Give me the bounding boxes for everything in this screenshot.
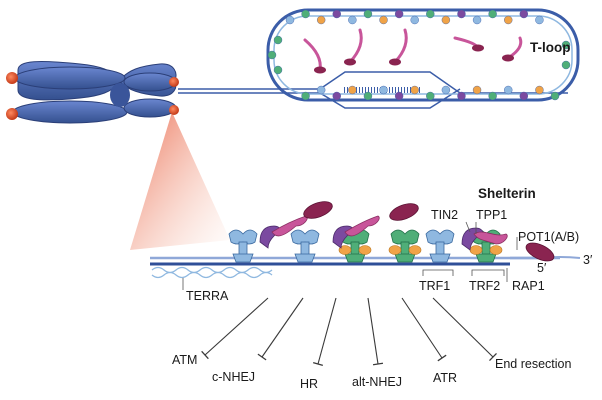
tloop-bound-protein — [472, 85, 482, 95]
tloop-bound-protein — [441, 85, 451, 95]
tloop-bound-protein — [426, 91, 435, 101]
pathway-label: alt-NHEJ — [352, 375, 402, 389]
inhibition-line — [401, 297, 443, 359]
tloop-bound-protein — [561, 60, 571, 70]
tloop-bound-protein — [379, 85, 388, 95]
tloop-bound-protein — [332, 9, 341, 19]
pathway-label: ATM — [172, 353, 197, 367]
terra-rna — [151, 271, 273, 279]
pathway-label: HR — [300, 377, 318, 391]
tloop-pot1 — [389, 58, 401, 66]
inhibited-pathways: ATM c-NHEJ HR alt-NHEJ ATR End resection — [172, 297, 571, 391]
tloop-bound-protein — [363, 9, 373, 19]
tloop-bound-protein — [457, 9, 466, 19]
inhibition-bar — [201, 350, 209, 360]
inhibition-line — [317, 297, 337, 365]
tloop-tpp1-arm — [303, 38, 322, 72]
inhibition-bar — [313, 362, 323, 366]
pot1-protein — [303, 201, 333, 219]
dna-duplex — [150, 256, 581, 266]
tloop-bound-protein — [410, 85, 419, 95]
inhibition-line — [261, 297, 304, 358]
tin2-label: TIN2 — [431, 208, 458, 222]
tloop-pot1 — [314, 66, 326, 74]
tloop-bound-protein — [426, 9, 435, 19]
tloop-bound-protein — [316, 85, 326, 95]
tloop-bound-protein — [488, 91, 497, 101]
tloop-bound-protein — [519, 9, 529, 19]
tloop-bound-protein — [363, 91, 373, 101]
trf2-label: TRF2 — [469, 279, 500, 293]
label-leader-lines — [422, 221, 518, 282]
tloop-bound-protein — [273, 65, 283, 75]
tloop-bound-protein — [394, 9, 404, 19]
tloop-bound-protein — [301, 9, 310, 19]
tloop-tpp1-arm — [348, 28, 363, 64]
inhibition-bar — [489, 352, 497, 362]
shelterin-complex-row — [228, 201, 555, 263]
tloop-bound-protein — [348, 15, 357, 25]
tpp1-label: TPP1 — [476, 208, 507, 222]
zoom-cone — [130, 112, 230, 250]
tloop-bound-protein — [535, 85, 544, 95]
tloop-bound-protein — [488, 9, 497, 19]
pot1-protein — [525, 242, 555, 262]
tloop-pot1 — [344, 58, 356, 66]
pathway-label: c-NHEJ — [212, 370, 255, 384]
tloop-bound-protein — [379, 15, 388, 25]
tloop-tpp1-arm — [393, 28, 408, 64]
chromosome — [12, 61, 177, 124]
tloop-bound-protein — [504, 85, 513, 95]
tloop-pot1 — [502, 54, 514, 62]
tloop-bound-protein — [285, 15, 295, 25]
tloop-bound-protein — [550, 91, 560, 101]
tloop-bound-protein — [441, 15, 451, 25]
tloop-bound-protein — [316, 15, 326, 25]
pathway-label: End resection — [495, 357, 571, 371]
rap1-label: RAP1 — [512, 279, 545, 293]
t-loop-label: T-loop — [530, 40, 571, 55]
shelterin-label: Shelterin — [478, 186, 536, 201]
five-prime-label: 5′ — [537, 261, 547, 275]
inhibition-bar — [372, 362, 384, 366]
pot1-protein — [389, 203, 419, 221]
tloop-proteins — [267, 9, 571, 101]
three-prime-label: 3′ — [583, 253, 593, 267]
tloop-pot1 — [472, 44, 484, 52]
tpp1-protein — [473, 231, 508, 245]
tpp1-protein — [344, 215, 380, 237]
tpp1-protein — [271, 215, 308, 237]
inhibition-line — [204, 297, 269, 356]
tloop-bound-protein — [348, 85, 357, 95]
terra-label: TERRA — [186, 289, 229, 303]
tloop-bound-protein — [457, 91, 466, 101]
tloop-bound-protein — [519, 91, 529, 101]
t-loop — [266, 8, 580, 102]
telomere-cap-icon — [169, 77, 179, 87]
inhibition-line — [432, 297, 494, 358]
tloop-bound-protein — [472, 15, 482, 25]
tloop-bound-protein — [273, 35, 283, 45]
trf1-label: TRF1 — [419, 279, 450, 293]
tloop-bound-protein — [561, 40, 571, 50]
tloop-bound-protein — [504, 15, 513, 25]
telomere-cap-icon — [6, 72, 18, 84]
inhibition-bar — [437, 354, 447, 362]
tloop-bound-protein — [535, 15, 544, 25]
pot1-label: POT1(A/B) — [518, 230, 579, 244]
telomere-cap-icon — [169, 105, 179, 115]
tloop-bound-protein — [394, 91, 404, 101]
terra-rna — [151, 266, 273, 274]
inhibition-line — [367, 297, 379, 365]
tloop-bound-protein — [301, 91, 310, 101]
inhibition-bar — [257, 353, 267, 361]
tloop-bound-protein — [410, 15, 419, 25]
pathway-label: ATR — [433, 371, 457, 385]
telomere-cap-icon — [6, 108, 18, 120]
tloop-bound-protein — [267, 50, 277, 60]
tloop-bound-protein — [332, 91, 341, 101]
